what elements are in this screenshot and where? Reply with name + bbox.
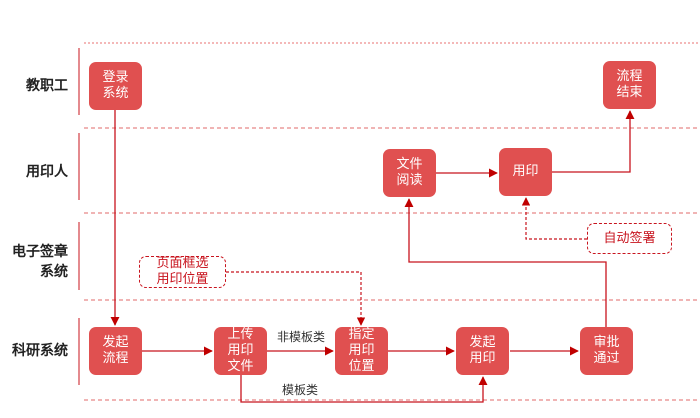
- lane-label-seal-user: 用印人: [26, 164, 68, 180]
- edge-upload-to-initiate-template: [240, 375, 488, 403]
- edge-label-template: 模板类: [282, 383, 319, 397]
- node-file-read[interactable]: 文件 阅读: [383, 149, 436, 197]
- note-auto-sign: 自动签署: [587, 223, 672, 254]
- lane-label-faculty: 教职工: [26, 78, 68, 94]
- edge-frame-select-to-position: [226, 271, 366, 326]
- node-seal[interactable]: 用印: [499, 148, 552, 196]
- edge-approved-to-read: [404, 198, 607, 327]
- node-specify-position[interactable]: 指定 用印 位置: [335, 327, 388, 375]
- node-login-system[interactable]: 登录 系统: [89, 62, 142, 110]
- edge-seal-to-end: [552, 110, 635, 173]
- note-frame-select: 页面框选 用印位置: [139, 256, 226, 288]
- edge-label-non-template: 非模板类: [277, 330, 326, 344]
- edge-auto-sign-to-seal: [521, 197, 587, 240]
- node-upload-file[interactable]: 上传 用印 文件: [214, 327, 267, 375]
- node-process-end[interactable]: 流程 结束: [603, 61, 656, 109]
- node-start-process[interactable]: 发起 流程: [89, 327, 142, 375]
- lane-label-esign-system: 电子签章 系统: [12, 244, 68, 280]
- node-approved[interactable]: 审批 通过: [580, 327, 633, 375]
- node-initiate-seal[interactable]: 发起 用印: [456, 327, 509, 375]
- lane-label-research-system: 科研系统: [12, 343, 68, 359]
